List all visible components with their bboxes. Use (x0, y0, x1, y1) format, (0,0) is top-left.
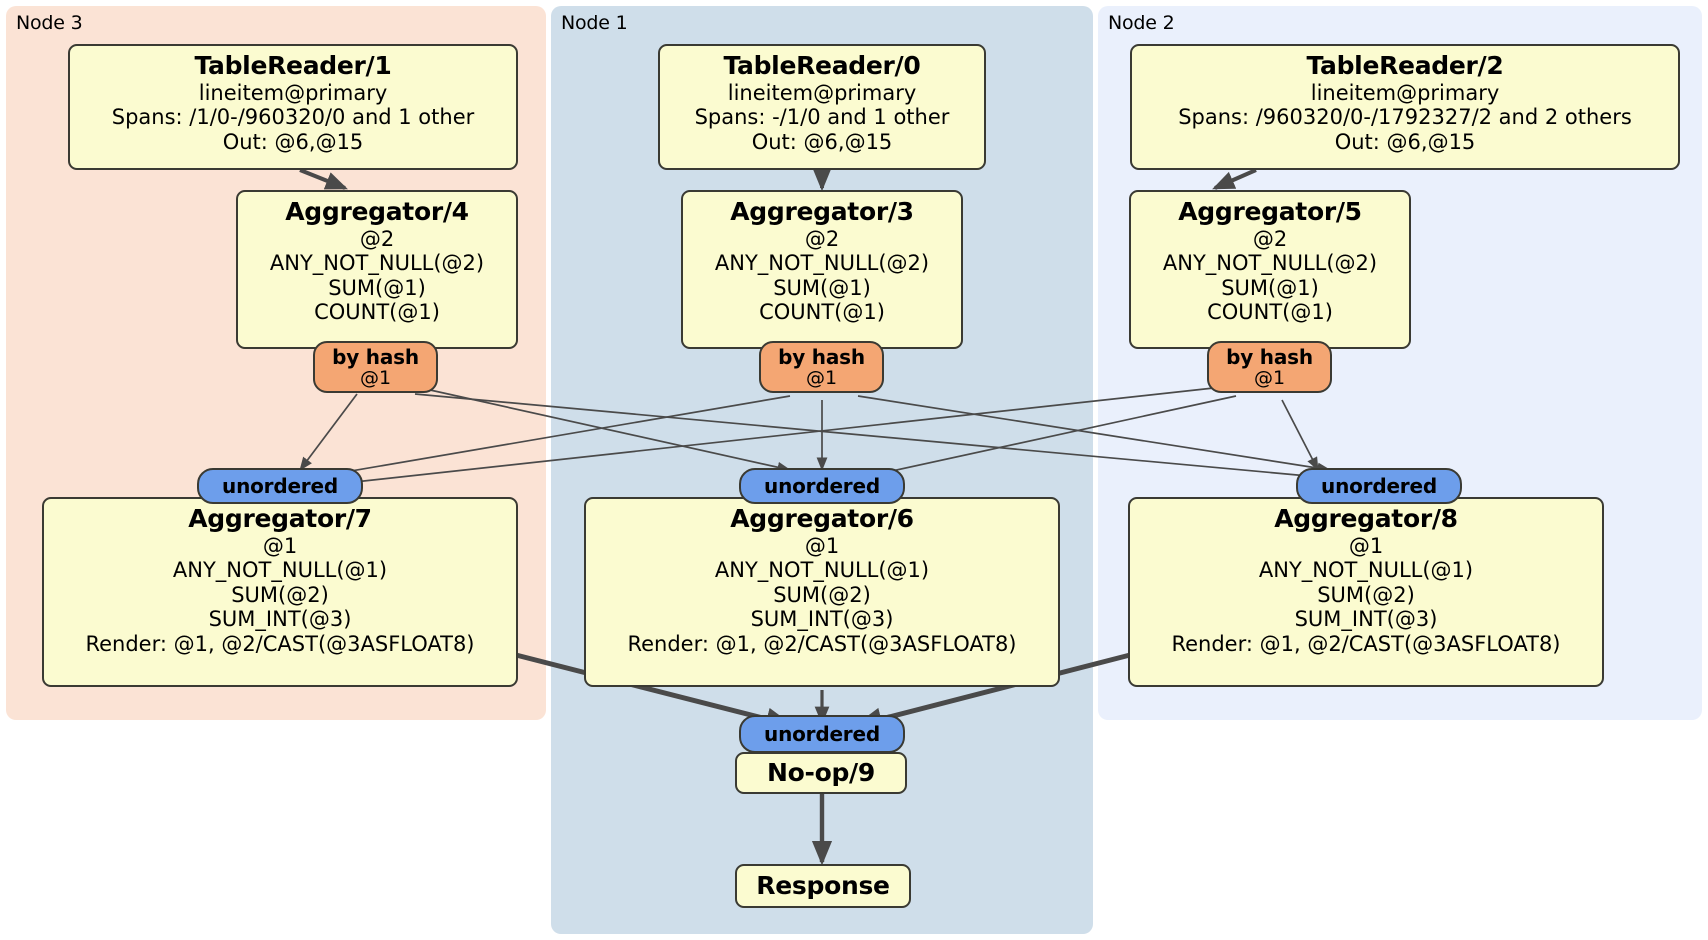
router-title: by hash (778, 344, 865, 369)
processor-detail-line: Spans: /1/0-/960320/0 and 1 other (111, 105, 475, 130)
node-panel-label-node3: Node 3 (16, 12, 83, 34)
processor-detail-line: @2 (359, 226, 395, 251)
processor-detail-line: @1 (262, 533, 298, 558)
synchronizer-unordered-node2[interactable]: unordered (1296, 468, 1462, 504)
processor-detail-line: ANY_NOT_NULL(@1) (714, 558, 930, 583)
router-subtitle: @1 (1253, 366, 1286, 389)
processor-detail-line: ANY_NOT_NULL(@2) (714, 251, 930, 276)
router-title: by hash (332, 344, 419, 369)
synchronizer-title: unordered (764, 474, 880, 498)
processor-detail-line: ANY_NOT_NULL(@2) (1162, 251, 1378, 276)
processor-detail-line: Out: @6,@15 (751, 129, 893, 154)
node-panel-label-node1: Node 1 (561, 12, 628, 34)
processor-detail-line: Out: @6,@15 (222, 129, 364, 154)
node-panel-label-node2: Node 2 (1108, 12, 1175, 34)
processor-aggregator-8[interactable]: Aggregator/8 @1 ANY_NOT_NULL(@1) SUM(@2)… (1128, 497, 1604, 687)
processor-detail-line: SUM(@1) (1221, 275, 1319, 300)
processor-title: TableReader/1 (194, 51, 392, 80)
processor-title: No-op/9 (767, 758, 875, 788)
synchronizer-unordered-node1[interactable]: unordered (739, 468, 905, 504)
router-by-hash-node3[interactable]: by hash @1 (313, 341, 438, 393)
synchronizer-title: unordered (1321, 474, 1437, 498)
processor-detail-line: Spans: /960320/0-/1792327/2 and 2 others (1178, 105, 1632, 130)
processor-aggregator-7[interactable]: Aggregator/7 @1 ANY_NOT_NULL(@1) SUM(@2)… (42, 497, 518, 687)
processor-title: Aggregator/7 (188, 504, 372, 533)
processor-detail-line: COUNT(@1) (759, 300, 885, 325)
synchronizer-title: unordered (764, 722, 880, 746)
processor-aggregator-3[interactable]: Aggregator/3 @2 ANY_NOT_NULL(@2) SUM(@1)… (681, 190, 963, 349)
processor-tablereader-1[interactable]: TableReader/1 lineitem@primary Spans: /1… (68, 44, 518, 170)
processor-detail-line: ANY_NOT_NULL(@1) (172, 558, 388, 583)
processor-detail-line: lineitem@primary (1310, 80, 1500, 105)
processor-detail-line: Render: @1, @2/CAST(@3ASFLOAT8) (627, 631, 1017, 656)
router-by-hash-node1[interactable]: by hash @1 (759, 341, 884, 393)
processor-detail-line: Render: @1, @2/CAST(@3ASFLOAT8) (1171, 631, 1561, 656)
processor-title: TableReader/0 (723, 51, 921, 80)
processor-detail-line: SUM(@2) (231, 582, 329, 607)
processor-title: Aggregator/4 (285, 197, 469, 226)
processor-aggregator-6[interactable]: Aggregator/6 @1 ANY_NOT_NULL(@1) SUM(@2)… (584, 497, 1060, 687)
synchronizer-unordered-final[interactable]: unordered (739, 715, 905, 753)
processor-detail-line: @2 (804, 226, 840, 251)
processor-detail-line: Spans: -/1/0 and 1 other (694, 105, 950, 130)
processor-title: Aggregator/6 (730, 504, 914, 533)
processor-title: Aggregator/8 (1274, 504, 1458, 533)
processor-detail-line: SUM_INT(@3) (1294, 607, 1438, 632)
processor-detail-line: SUM(@2) (1317, 582, 1415, 607)
processor-aggregator-4[interactable]: Aggregator/4 @2 ANY_NOT_NULL(@2) SUM(@1)… (236, 190, 518, 349)
processor-title: Response (756, 871, 890, 901)
processor-detail-line: COUNT(@1) (1207, 300, 1333, 325)
processor-detail-line: ANY_NOT_NULL(@1) (1258, 558, 1474, 583)
processor-noop-9[interactable]: No-op/9 (735, 752, 907, 794)
processor-title: Aggregator/3 (730, 197, 914, 226)
processor-detail-line: SUM_INT(@3) (208, 607, 352, 632)
processor-detail-line: lineitem@primary (727, 80, 917, 105)
processor-tablereader-0[interactable]: TableReader/0 lineitem@primary Spans: -/… (658, 44, 986, 170)
processor-title: TableReader/2 (1306, 51, 1504, 80)
processor-response[interactable]: Response (735, 864, 911, 908)
processor-aggregator-5[interactable]: Aggregator/5 @2 ANY_NOT_NULL(@2) SUM(@1)… (1129, 190, 1411, 349)
processor-tablereader-2[interactable]: TableReader/2 lineitem@primary Spans: /9… (1130, 44, 1680, 170)
router-subtitle: @1 (805, 366, 838, 389)
processor-detail-line: @1 (1348, 533, 1384, 558)
processor-detail-line: ANY_NOT_NULL(@2) (269, 251, 485, 276)
processor-detail-line: SUM(@1) (773, 275, 871, 300)
processor-detail-line: SUM(@1) (328, 275, 426, 300)
processor-detail-line: lineitem@primary (198, 80, 388, 105)
processor-detail-line: Out: @6,@15 (1334, 129, 1476, 154)
router-by-hash-node2[interactable]: by hash @1 (1207, 341, 1332, 393)
processor-detail-line: COUNT(@1) (314, 300, 440, 325)
router-subtitle: @1 (359, 366, 392, 389)
processor-title: Aggregator/5 (1178, 197, 1362, 226)
router-title: by hash (1226, 344, 1313, 369)
processor-detail-line: SUM(@2) (773, 582, 871, 607)
processor-detail-line: @2 (1252, 226, 1288, 251)
synchronizer-unordered-node3[interactable]: unordered (197, 468, 363, 504)
processor-detail-line: @1 (804, 533, 840, 558)
processor-detail-line: SUM_INT(@3) (750, 607, 894, 632)
processor-detail-line: Render: @1, @2/CAST(@3ASFLOAT8) (85, 631, 475, 656)
synchronizer-title: unordered (222, 474, 338, 498)
